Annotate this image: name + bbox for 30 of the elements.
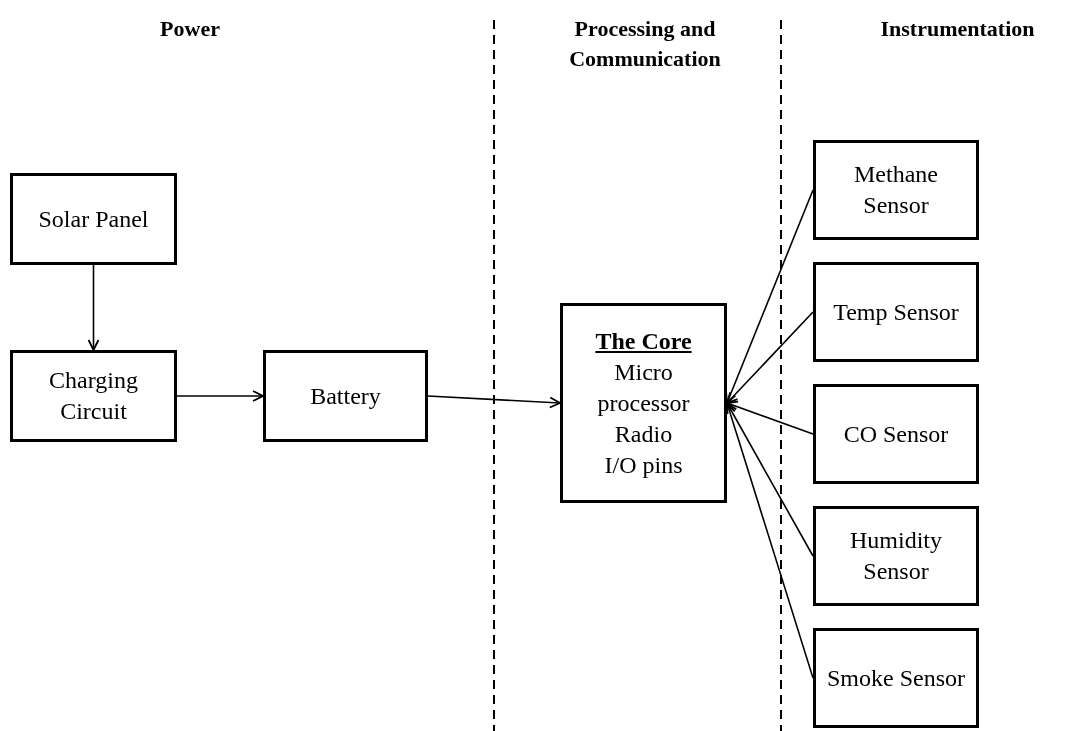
- box-text: Temp Sensor: [833, 297, 959, 327]
- column-heading: Power: [159, 15, 221, 43]
- box-text: Humidity Sensor: [849, 526, 943, 586]
- box-text: Solar Panel: [38, 204, 149, 234]
- box-heading: The Core: [595, 326, 692, 356]
- block-box: [10, 173, 177, 265]
- column-heading: Instrumentation: [879, 15, 1036, 43]
- block-box: [10, 350, 177, 442]
- arrow: [726, 400, 814, 435]
- block-box: [263, 350, 428, 442]
- column-heading: Processing and Communication: [568, 15, 722, 73]
- arrow: [726, 311, 814, 404]
- box-text: Smoke Sensor: [827, 663, 965, 693]
- block-box: [813, 140, 979, 240]
- box-text: Battery: [310, 381, 381, 411]
- block-box: [813, 506, 979, 606]
- block-box: [560, 303, 727, 503]
- box-text: Micro processor: [596, 357, 691, 418]
- block-box: [813, 384, 979, 484]
- box-text: CO Sensor: [843, 419, 949, 449]
- block-box: [813, 262, 979, 362]
- box-text: I/O pins: [604, 450, 683, 480]
- block-box: [813, 628, 979, 728]
- arrow: [87, 264, 100, 351]
- arrow: [176, 390, 264, 402]
- box-text: Methane Sensor: [853, 160, 939, 220]
- arrow: [427, 395, 561, 409]
- box-text: Charging Circuit: [48, 366, 139, 426]
- arrow: [726, 402, 814, 557]
- box-text: Radio: [614, 419, 673, 449]
